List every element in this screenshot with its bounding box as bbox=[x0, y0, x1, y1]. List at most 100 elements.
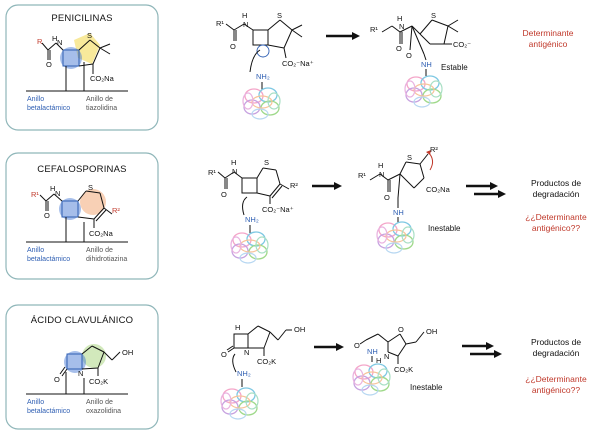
status-label: Estable bbox=[441, 63, 468, 72]
ring-a-label-2: betalactámico bbox=[27, 408, 70, 415]
salt-label: CO₂Na bbox=[90, 74, 115, 83]
h-label: H bbox=[378, 161, 383, 170]
nucleophile-label: NH₂ bbox=[256, 72, 270, 81]
row-penicilinas: PENICILINAS R H N O S CO₂Na bbox=[5, 4, 574, 131]
ring-b-label-2: oxazolidina bbox=[86, 408, 121, 415]
result-black-1: Productos de bbox=[531, 337, 581, 347]
s-label: S bbox=[87, 31, 92, 40]
o2-label: O bbox=[398, 325, 404, 334]
r2-label: R² bbox=[290, 181, 298, 190]
card-penicilinas bbox=[5, 4, 159, 131]
clavulanic-product: O O OH N H CO₂K NH bbox=[352, 325, 437, 396]
o-label: O bbox=[44, 211, 50, 220]
substituent-label: R bbox=[37, 37, 43, 46]
nh-label: H bbox=[50, 184, 55, 193]
o-label: O bbox=[54, 375, 60, 384]
r-label: R¹ bbox=[208, 168, 216, 177]
h-label: H bbox=[231, 158, 236, 167]
s-label: S bbox=[407, 153, 412, 162]
penicillin-reactant: R¹ H N O S CO₂⁻Na⁺ NH₂ bbox=[216, 11, 314, 120]
nh-label: NH bbox=[421, 60, 432, 69]
result-line-1: Determinante bbox=[522, 28, 573, 38]
result-black-2: degradación bbox=[533, 348, 580, 358]
penicillin-structure: R H N O S CO₂Na bbox=[37, 31, 115, 83]
o-label: O bbox=[221, 190, 227, 199]
status-label: Inestable bbox=[410, 383, 443, 392]
card-title: ÁCIDO CLAVULÁNICO bbox=[31, 315, 133, 326]
clavulanic-structure: OH N O CO₂K bbox=[54, 344, 133, 386]
n-label: N bbox=[244, 348, 249, 357]
h-label: H bbox=[397, 14, 402, 23]
o-label: O bbox=[396, 44, 402, 53]
salt-label: CO₂K bbox=[257, 357, 276, 366]
n-label: N bbox=[78, 369, 83, 378]
penicillin-product: R¹ H N O S CO₂⁻ O NH bbox=[370, 11, 471, 108]
o-label: O bbox=[46, 60, 52, 69]
cephalosporin-product: R¹ R² H N O S CO₂Na NH bbox=[358, 145, 451, 254]
ring-a-label-1: Anillo bbox=[27, 96, 44, 103]
result-line-2: antigénico?? bbox=[532, 223, 580, 233]
h-label: H bbox=[235, 323, 240, 332]
ring-highlight-tiazolidina bbox=[74, 33, 100, 64]
n-label: N bbox=[379, 170, 384, 179]
salt-label: CO₂Na bbox=[426, 185, 451, 194]
n-label: N bbox=[399, 22, 404, 31]
n-label: N bbox=[243, 20, 248, 29]
card-cefalosporinas bbox=[5, 152, 159, 280]
nucleophile-label: NH₂ bbox=[245, 215, 259, 224]
ring-highlight-betalactam bbox=[60, 47, 82, 69]
card-title: PENICILINAS bbox=[51, 13, 112, 24]
s-label: S bbox=[264, 158, 269, 167]
n-label: N bbox=[232, 167, 237, 176]
oh-label: OH bbox=[426, 327, 437, 336]
n-label: N bbox=[384, 352, 389, 361]
h-label: H bbox=[242, 11, 247, 20]
o-label: O bbox=[221, 350, 227, 359]
oh-label: OH bbox=[294, 325, 305, 334]
n-label: N bbox=[55, 189, 60, 198]
salt-label: CO₂K bbox=[394, 365, 413, 374]
h-label: H bbox=[376, 356, 381, 365]
nh-label: NH bbox=[367, 347, 378, 356]
ring-highlight-betalactam bbox=[59, 198, 81, 220]
oh-label: OH bbox=[122, 348, 133, 357]
result-black-1: Productos de bbox=[531, 178, 581, 188]
s-label: S bbox=[88, 183, 93, 192]
ring-b-label-1: Anillo de bbox=[86, 247, 113, 254]
carboxylate-label: CO₂⁻ bbox=[453, 40, 471, 49]
nucleophile-label: NH₂ bbox=[237, 369, 251, 378]
result-line-1: ¿¿Determinante bbox=[525, 374, 587, 384]
substituent-label: R¹ bbox=[31, 190, 39, 199]
result-line-1: ¿¿Determinante bbox=[525, 212, 587, 222]
nh-label: H bbox=[52, 34, 57, 43]
substituent2-label: R² bbox=[112, 206, 120, 215]
r2-label: R² bbox=[430, 145, 438, 154]
salt-label: CO₂⁻Na⁺ bbox=[282, 59, 314, 68]
cephalosporin-structure: R¹ R² H N O S CO₂Na bbox=[31, 183, 120, 238]
nh-label: NH bbox=[393, 208, 404, 217]
status-label: Inestable bbox=[428, 224, 461, 233]
s-label: S bbox=[431, 11, 436, 20]
ring-highlight-dihidrotiazina bbox=[80, 189, 106, 215]
result-line-2: antigénico?? bbox=[532, 385, 580, 395]
o-label: O bbox=[354, 341, 360, 350]
ring-a-label-1: Anillo bbox=[27, 399, 44, 406]
n-label: N bbox=[57, 38, 62, 47]
o-label: O bbox=[384, 193, 390, 202]
s-label: S bbox=[277, 11, 282, 20]
ring-a-label-2: betalactámico bbox=[27, 105, 70, 112]
result-line-2: antigénico bbox=[529, 39, 568, 49]
ring-b-label-2: tiazolidina bbox=[86, 105, 117, 112]
clavulanic-reactant: H OH N O CO₂K NH₂ bbox=[220, 323, 305, 420]
ring-a-label-1: Anillo bbox=[27, 247, 44, 254]
card-title: CEFALOSPORINAS bbox=[37, 164, 126, 175]
row-acido-clavulanico: ÁCIDO CLAVULÁNICO OH N O CO₂K Anillo bet… bbox=[5, 304, 587, 430]
ring-a-label-2: betalactámico bbox=[27, 256, 70, 263]
salt-label: CO₂Na bbox=[89, 229, 114, 238]
salt-label: CO₂⁻Na⁺ bbox=[262, 205, 294, 214]
cephalosporin-reactant: R¹ R² H N O S CO₂⁻Na⁺ NH₂ bbox=[208, 158, 298, 264]
salt-label: CO₂K bbox=[89, 377, 108, 386]
row-cefalosporinas: CEFALOSPORINAS R¹ R² H N O S CO₂Na bbox=[5, 145, 587, 280]
ring-b-label-2: dihidrotiazina bbox=[86, 256, 127, 263]
